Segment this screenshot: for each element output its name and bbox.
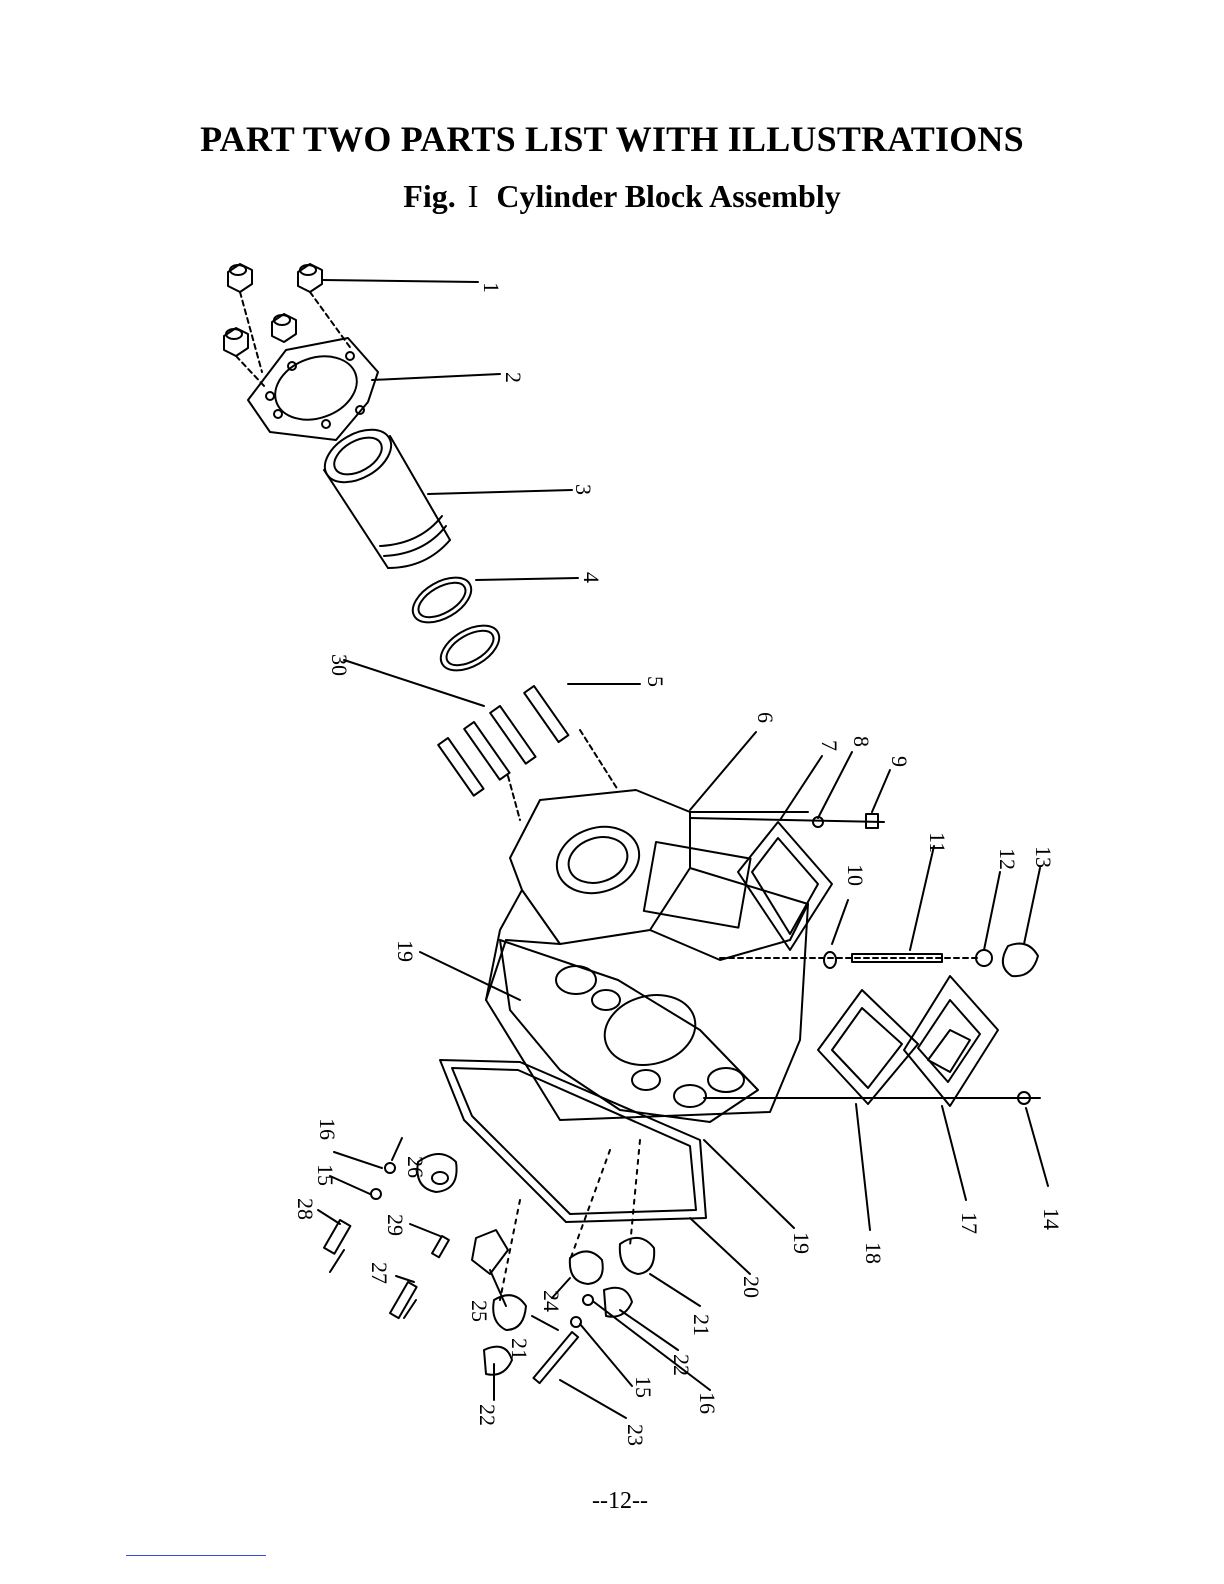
callout-9: 9 <box>887 756 912 767</box>
callout-8: 8 <box>849 736 874 747</box>
callout-20: 20 <box>739 1276 764 1298</box>
cylinder-studs <box>344 660 640 820</box>
callout-22b: 22 <box>475 1404 500 1426</box>
callout-28: 28 <box>293 1198 318 1220</box>
callout-1: 1 <box>479 282 504 293</box>
callout-19: 19 <box>393 940 418 962</box>
callout-21b: 21 <box>507 1338 532 1360</box>
callout-23: 23 <box>623 1424 648 1446</box>
callout-2: 2 <box>501 372 526 383</box>
callout-27: 27 <box>367 1262 392 1284</box>
callout-30: 30 <box>327 654 352 676</box>
callout-3: 3 <box>571 484 596 495</box>
end-plate <box>420 940 794 1228</box>
callout-15b: 15 <box>631 1376 656 1398</box>
callout-4: 4 <box>579 572 604 583</box>
callout-21: 21 <box>689 1314 714 1336</box>
callout-22: 22 <box>669 1354 694 1376</box>
callout-7: 7 <box>817 740 842 751</box>
page-number: --12-- <box>0 1488 1224 1515</box>
callout-14: 14 <box>1039 1208 1064 1230</box>
callout-16b: 16 <box>695 1392 720 1414</box>
callout-12: 12 <box>995 848 1020 870</box>
footnote-rule <box>126 1555 266 1556</box>
callout-18: 18 <box>861 1242 886 1264</box>
callout-13: 13 <box>1031 846 1056 868</box>
side-cover-plate <box>690 752 890 950</box>
dipstick-assembly <box>720 846 1040 976</box>
cylinder-head-nuts <box>224 264 478 388</box>
cylinder-block <box>486 732 808 1120</box>
callout-26: 26 <box>403 1156 428 1178</box>
lower-fasteners-center <box>472 1140 710 1418</box>
callout-15: 15 <box>313 1164 338 1186</box>
cylinder-head-gasket <box>248 338 500 440</box>
callout-10: 10 <box>843 864 868 886</box>
callout-29: 29 <box>383 1214 408 1236</box>
liner-o-rings <box>405 568 578 679</box>
callout-5: 5 <box>643 676 668 687</box>
callout-24: 24 <box>539 1290 564 1312</box>
side-covers <box>704 976 1048 1230</box>
oil-pan-gasket <box>440 1060 750 1274</box>
callout-16: 16 <box>315 1118 340 1140</box>
callout-25: 25 <box>467 1300 492 1322</box>
callout-11: 11 <box>925 832 950 853</box>
callout-19b: 19 <box>789 1232 814 1254</box>
callout-6: 6 <box>753 712 778 723</box>
callout-labels: 1 2 3 4 5 6 7 8 9 10 11 12 13 14 15 16 1… <box>293 282 1064 1446</box>
callout-17: 17 <box>957 1212 982 1234</box>
cylinder-liner <box>316 419 572 568</box>
